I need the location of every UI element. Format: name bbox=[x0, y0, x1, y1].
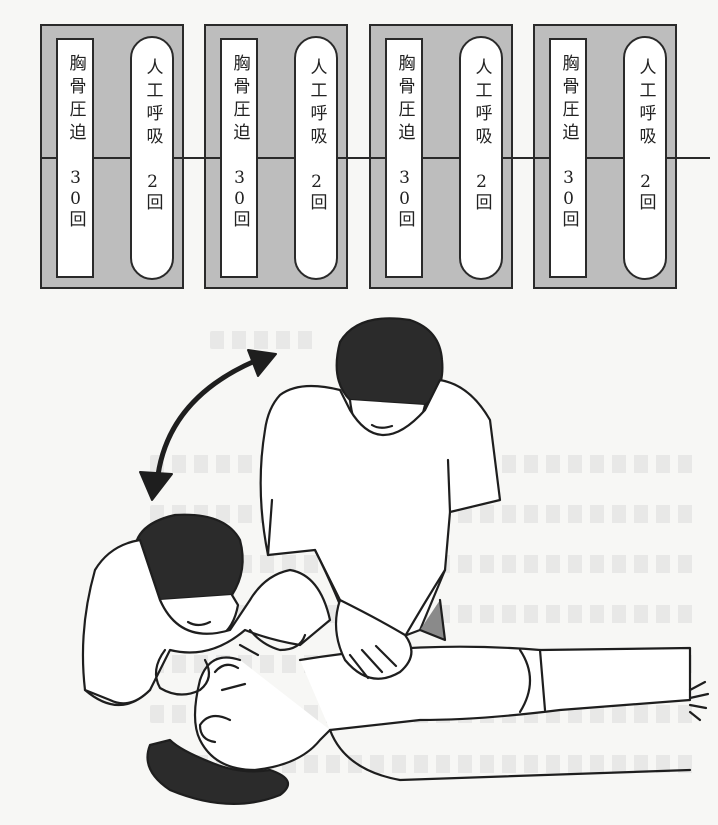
ventilation-count: 2回 bbox=[308, 172, 325, 211]
compression-label: 胸骨圧迫 bbox=[67, 54, 84, 146]
compression-label: 胸骨圧迫 bbox=[231, 54, 248, 146]
ventilation-step: 人工呼吸 2回 bbox=[130, 36, 174, 280]
swap-arrow-icon bbox=[140, 350, 276, 500]
ventilation-label: 人工呼吸 bbox=[473, 58, 490, 150]
cycle-box: 胸骨圧迫 30回 人工呼吸 2回 bbox=[533, 24, 677, 289]
patient-figure bbox=[148, 645, 709, 804]
ventilation-label: 人工呼吸 bbox=[144, 58, 161, 150]
compression-step: 胸骨圧迫 30回 bbox=[56, 38, 94, 278]
cycle-box: 胸骨圧迫 30回 人工呼吸 2回 bbox=[204, 24, 348, 289]
ventilation-step: 人工呼吸 2回 bbox=[294, 36, 338, 280]
cpr-illustration bbox=[0, 300, 718, 825]
ventilation-step: 人工呼吸 2回 bbox=[623, 36, 667, 280]
ventilation-count: 2回 bbox=[473, 172, 490, 211]
compression-count: 30回 bbox=[396, 168, 413, 228]
ventilation-label: 人工呼吸 bbox=[308, 58, 325, 150]
compression-count: 30回 bbox=[560, 168, 577, 228]
compression-step: 胸骨圧迫 30回 bbox=[220, 38, 258, 278]
ventilation-count: 2回 bbox=[144, 172, 161, 211]
cpr-drawing bbox=[0, 300, 718, 825]
cycle-box: 胸骨圧迫 30回 人工呼吸 2回 bbox=[369, 24, 513, 289]
compression-step: 胸骨圧迫 30回 bbox=[549, 38, 587, 278]
cpr-cycle-strip: 胸骨圧迫 30回 人工呼吸 2回 胸骨圧迫 30回 人工呼吸 2回 胸骨圧迫 bbox=[0, 0, 718, 300]
ventilation-count: 2回 bbox=[637, 172, 654, 211]
ventilation-label: 人工呼吸 bbox=[637, 58, 654, 150]
compression-count: 30回 bbox=[67, 168, 84, 228]
ventilation-step: 人工呼吸 2回 bbox=[459, 36, 503, 280]
compression-label: 胸骨圧迫 bbox=[560, 54, 577, 146]
compression-step: 胸骨圧迫 30回 bbox=[385, 38, 423, 278]
cycle-box: 胸骨圧迫 30回 人工呼吸 2回 bbox=[40, 24, 184, 289]
compression-label: 胸骨圧迫 bbox=[396, 54, 413, 146]
compression-count: 30回 bbox=[231, 168, 248, 228]
